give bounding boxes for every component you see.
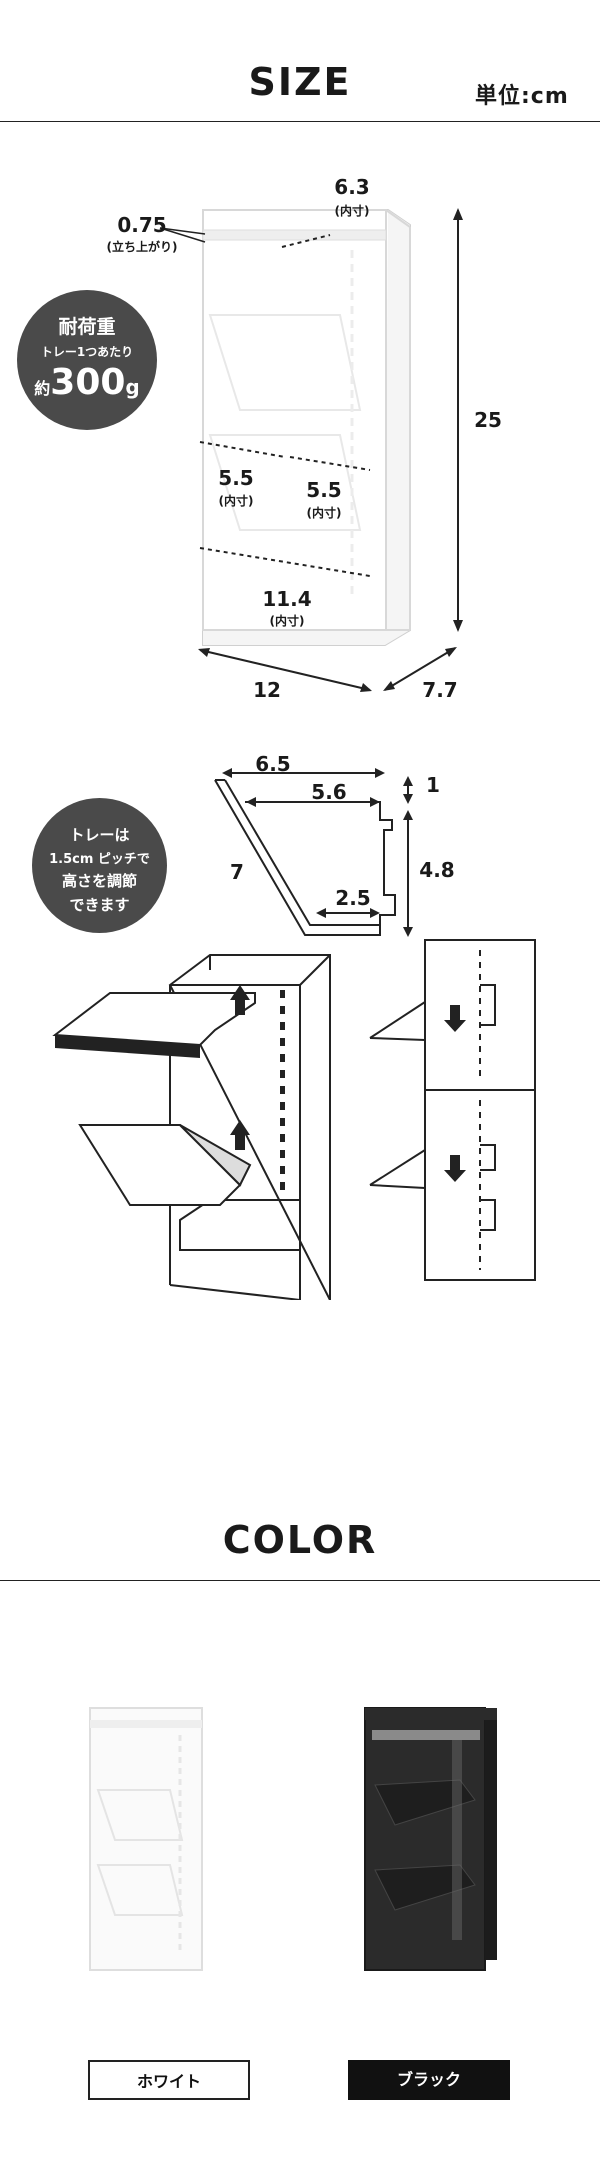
dim-height: 25 bbox=[474, 408, 502, 432]
color-title: COLOR bbox=[222, 1518, 378, 1562]
cabinet-dimension-diagram bbox=[159, 208, 463, 692]
dim-top-lip: 0.75 bbox=[117, 213, 167, 237]
color-divider bbox=[0, 1580, 600, 1581]
unit-label: 単位:cm bbox=[475, 84, 569, 109]
dim-inner-width: 11.4 bbox=[262, 587, 312, 611]
dim-inner-top: 6.3 bbox=[334, 175, 370, 199]
pitch-adjust-badge: トレーは 1.5cm ピッチで 高さを調節 できます bbox=[32, 798, 167, 933]
tray-dim-lip: 1 bbox=[426, 773, 440, 797]
load-badge-prefix: 約 bbox=[34, 379, 51, 398]
dim-left-inner: 5.5 bbox=[218, 466, 254, 490]
tray-dim-side: 7 bbox=[230, 860, 244, 884]
dim-left-inner-note: (内寸) bbox=[218, 494, 254, 508]
dim-top-lip-note: (立ち上がり) bbox=[106, 240, 178, 254]
dim-right-inner: 5.5 bbox=[306, 478, 342, 502]
size-divider bbox=[0, 121, 600, 122]
load-badge-value: 300 bbox=[50, 362, 126, 403]
tray-dim-back: 4.8 bbox=[419, 858, 455, 882]
pitch-badge-line1: トレーは bbox=[69, 826, 130, 844]
dim-depth: 7.7 bbox=[422, 678, 458, 702]
white-color-label: ホワイト bbox=[88, 2060, 250, 2100]
pitch-badge-line4: できます bbox=[69, 896, 130, 914]
tray-dimension-diagram bbox=[52, 768, 536, 1300]
size-title: SIZE bbox=[248, 60, 352, 104]
load-badge-line1: 耐荷重 bbox=[58, 316, 116, 338]
tray-dim-inner: 5.6 bbox=[311, 780, 347, 804]
tray-dim-bottom: 2.5 bbox=[335, 886, 371, 910]
black-product-image bbox=[364, 1707, 497, 1971]
dim-width: 12 bbox=[253, 678, 281, 702]
load-capacity-badge: 耐荷重 トレー1つあたり 約300g bbox=[17, 290, 157, 430]
load-badge-value-row: 約300g bbox=[17, 362, 157, 403]
load-badge-unit: g bbox=[125, 375, 140, 399]
dim-right-inner-note: (内寸) bbox=[306, 506, 342, 520]
load-badge-line2: トレー1つあたり bbox=[40, 345, 134, 359]
tray-dim-top: 6.5 bbox=[255, 752, 291, 776]
black-color-label: ブラック bbox=[348, 2060, 510, 2100]
pitch-badge-line2: 1.5cm ピッチで bbox=[49, 852, 150, 867]
dim-inner-width-note: (内寸) bbox=[269, 614, 305, 628]
white-product-image bbox=[89, 1707, 203, 1971]
pitch-badge-line3: 高さを調節 bbox=[61, 872, 137, 890]
dim-inner-top-note: (内寸) bbox=[334, 204, 370, 218]
